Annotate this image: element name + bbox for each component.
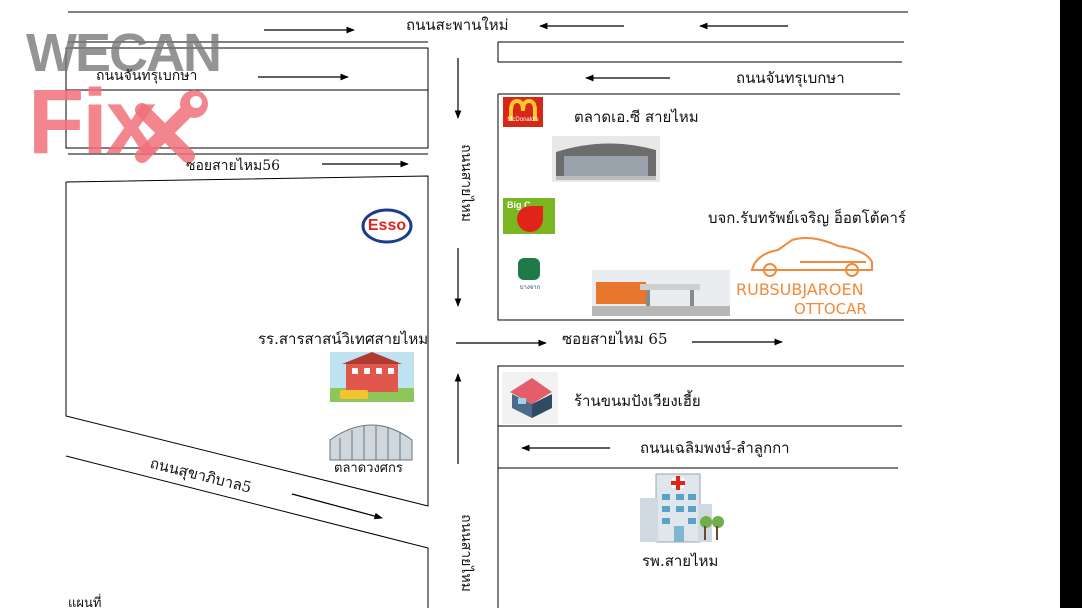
block-right-main <box>497 94 904 321</box>
road-chantrubeksa-left-label: ถนนจันทรุเบกษา <box>96 68 198 84</box>
esso-oval-icon <box>361 208 413 244</box>
block-left-lower <box>65 455 429 608</box>
road-saimai-lower-label: ถนนสายไหม <box>458 514 474 592</box>
place-rubsub-label: บจก.รับทรัพย์เจริญ อ็อตโต้คาร์ <box>708 209 906 227</box>
bangchak-leaf-icon <box>518 258 540 280</box>
esso-logo: Esso <box>361 208 413 244</box>
bangchak-logo-text: บางจาก <box>519 284 541 291</box>
road-saphan-mai-label: ถนนสะพานใหม่ <box>406 16 509 34</box>
mcdonalds-logo-text: McDonald's <box>507 117 539 123</box>
place-hospital-label: รพ.สายไหม <box>642 552 719 570</box>
arrow-southeast <box>291 493 383 520</box>
place-school-label: รร.สารสาสน์วิเทศสายไหม <box>258 330 429 348</box>
road-saimai-upper-label: ถนนสายไหม <box>458 144 474 222</box>
bigc-logo-text: Big C <box>507 200 531 210</box>
rubsub-logo-line2: OTTOCAR <box>794 300 867 318</box>
golden-arches-icon <box>509 98 537 121</box>
rubsub-car-icon <box>750 237 873 277</box>
block-left-main <box>65 175 429 507</box>
rubsub-logo-line1: RUBSUBJAROEN <box>736 280 864 299</box>
hospital-icon <box>640 473 724 543</box>
esso-logo-text: Esso <box>367 217 407 234</box>
place-market-wongkorn-label: ตลาดวงศกร <box>334 461 403 476</box>
bigc-c-icon <box>517 206 543 232</box>
road-soi65-label: ซอยสายไหม 65 <box>562 330 668 348</box>
market-wongkorn-icon <box>329 424 413 461</box>
bakery-icon <box>502 372 558 424</box>
road-chaloemphong-label: ถนนเฉลิมพงษ์-ลำลูกกา <box>640 439 790 457</box>
block-right-1 <box>497 42 902 63</box>
school-icon <box>330 352 414 402</box>
road-chantrubeksa-right-label: ถนนจันทรุเบกษา <box>736 69 845 87</box>
place-market-ac-label: ตลาดเอ.ซี สายไหม <box>574 108 699 126</box>
road-soi56-label: ซอยสายไหม56 <box>186 158 281 174</box>
bangchak-logo: บางจาก <box>515 256 545 291</box>
bangchak-station-icon <box>592 270 730 316</box>
block-right-2 <box>497 365 904 608</box>
block-left-2 <box>65 89 429 149</box>
market-ac-icon <box>552 136 660 182</box>
map-caption: แผนที่ <box>68 596 102 611</box>
place-bakery-label: ร้านขนมปังเวียงเฮี้ย <box>574 392 701 410</box>
right-edge-bar <box>1060 0 1082 608</box>
bigc-logo: Big C <box>503 198 555 234</box>
mcdonalds-logo: McDonald's <box>503 97 543 127</box>
